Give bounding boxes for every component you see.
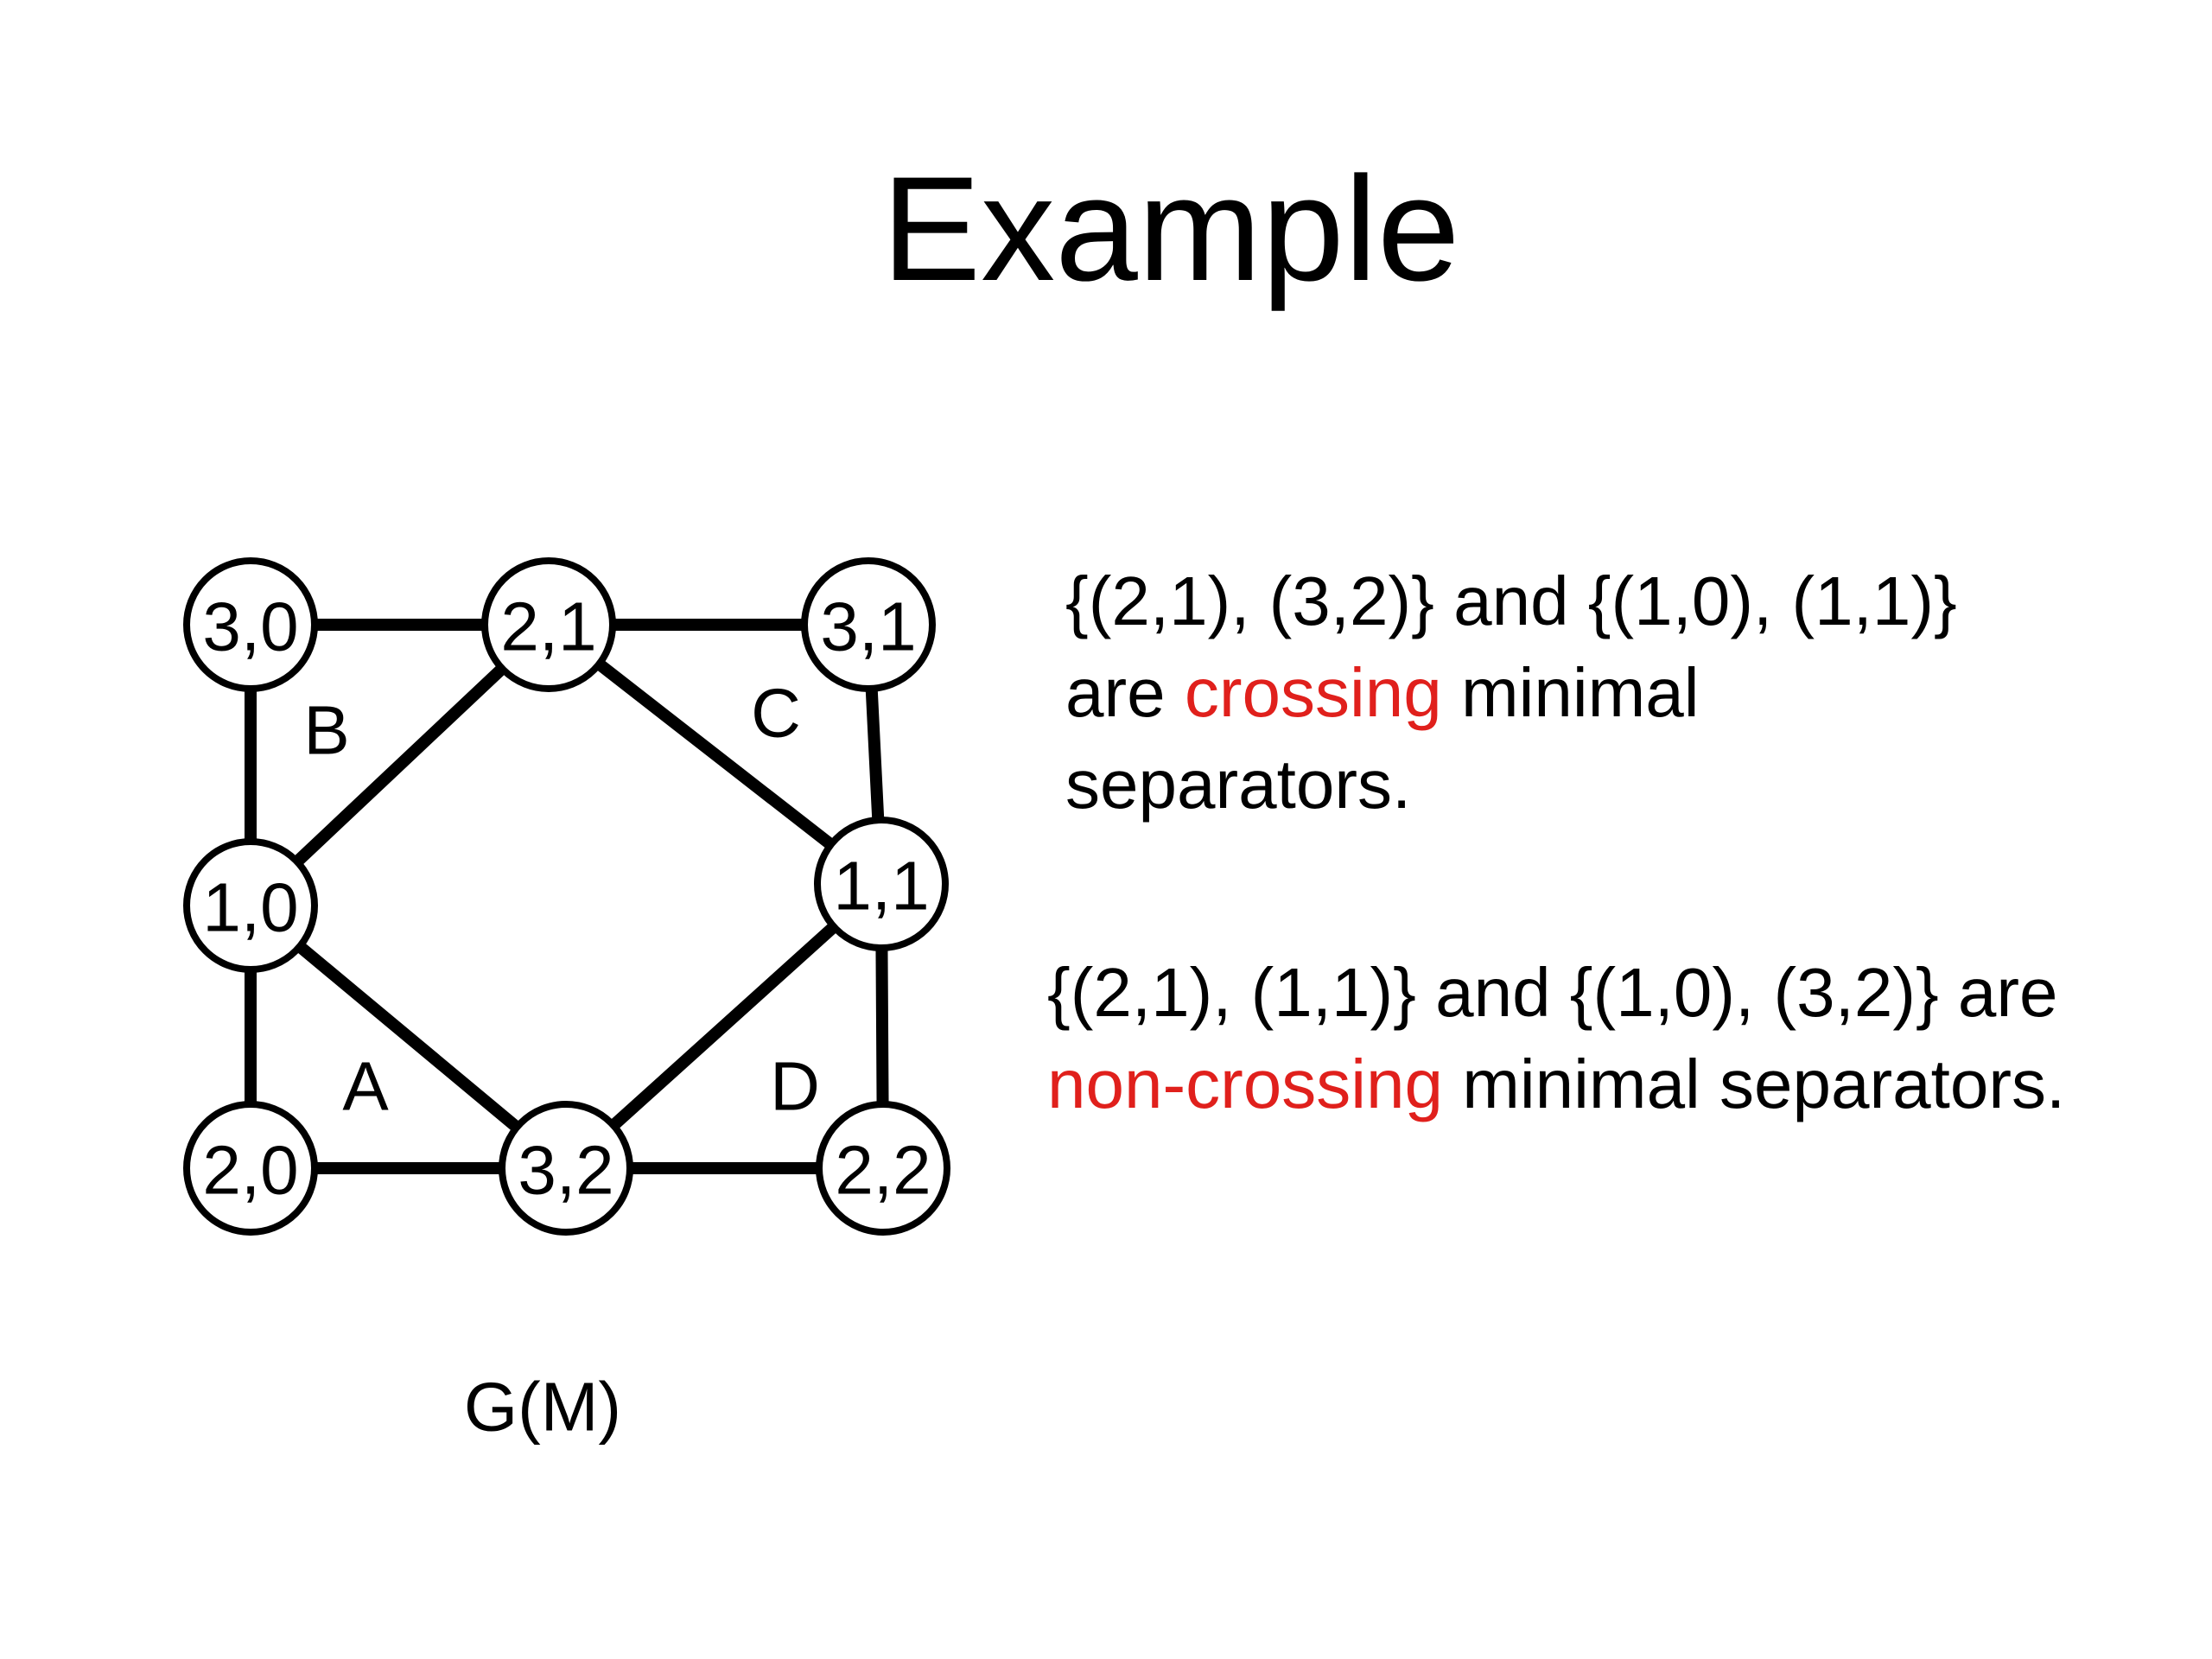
graph-node-circle	[183, 557, 318, 692]
graph-node-label: 2,1	[500, 588, 596, 665]
graph-node-label: 1,1	[833, 848, 929, 925]
graph-node: 3,2	[499, 1101, 633, 1236]
face-label-a: A	[342, 1048, 389, 1125]
graph-node-label: 2,2	[835, 1132, 931, 1209]
non-crossing-statement: {(2,1), (1,1)} and {(1,0), (3,2)} are no…	[1047, 947, 2196, 1130]
graph-node-circle	[814, 817, 949, 951]
graph-node-circle	[481, 557, 616, 692]
graph-node-label: 3,1	[820, 588, 916, 665]
graph-node-circle	[183, 838, 318, 973]
graph-diagram: 3,0 2,1 3,1 1,0 1,1 2,0 3,2 2,2 B C A D G(M)	[183, 557, 950, 1446]
graph-node-circle	[183, 1101, 318, 1236]
slide-title: Example	[881, 146, 1460, 312]
graph-caption: G(M)	[464, 1369, 621, 1446]
graph-node-label: 2,0	[202, 1132, 298, 1209]
graph-nodes: 3,0 2,1 3,1 1,0 1,1 2,0 3,2 2,2	[183, 557, 950, 1236]
face-label-d: D	[770, 1048, 820, 1125]
graph-node-label: 3,0	[202, 588, 298, 665]
crossing-statement-line3: separators.	[1065, 746, 1412, 823]
non-crossing-statement-suffix: minimal separators.	[1443, 1046, 2066, 1122]
face-label-b: B	[303, 692, 349, 769]
graph-node: 2,2	[816, 1101, 950, 1236]
graph-node: 1,0	[183, 838, 318, 973]
graph-node: 3,1	[801, 557, 936, 692]
graph-node-label: 1,0	[202, 869, 298, 946]
graph-node-circle	[801, 557, 936, 692]
non-crossing-statement-line2: non-crossing minimal separators.	[1047, 1039, 2196, 1130]
crossing-statement-line2: are crossing minimal	[1065, 647, 2145, 739]
graph-edge	[543, 619, 887, 890]
graph-node-circle	[816, 1101, 950, 1236]
non-crossing-term: non-crossing	[1047, 1046, 1444, 1122]
crossing-term: crossing	[1184, 654, 1442, 731]
graph-edge	[560, 878, 887, 1174]
crossing-statement-line1: {(2,1), (3,2)} and {(1,0), (1,1)}	[1065, 563, 1957, 639]
graph-node-circle	[499, 1101, 633, 1236]
graph-node: 3,0	[183, 557, 318, 692]
graph-node: 2,0	[183, 1101, 318, 1236]
graph-node: 1,1	[814, 817, 949, 951]
crossing-statement-prefix: are	[1065, 654, 1185, 731]
crossing-statement: {(2,1), (3,2)} and {(1,0), (1,1)} are cr…	[1065, 556, 2145, 830]
graph-node: 2,1	[481, 557, 616, 692]
face-label-c: C	[751, 675, 801, 752]
non-crossing-statement-line1: {(2,1), (1,1)} and {(1,0), (3,2)} are	[1047, 954, 2058, 1031]
graph-edge	[245, 619, 555, 912]
crossing-statement-suffix: minimal	[1441, 654, 1700, 731]
graph-edge	[245, 899, 572, 1174]
graph-node-label: 3,2	[518, 1132, 613, 1209]
